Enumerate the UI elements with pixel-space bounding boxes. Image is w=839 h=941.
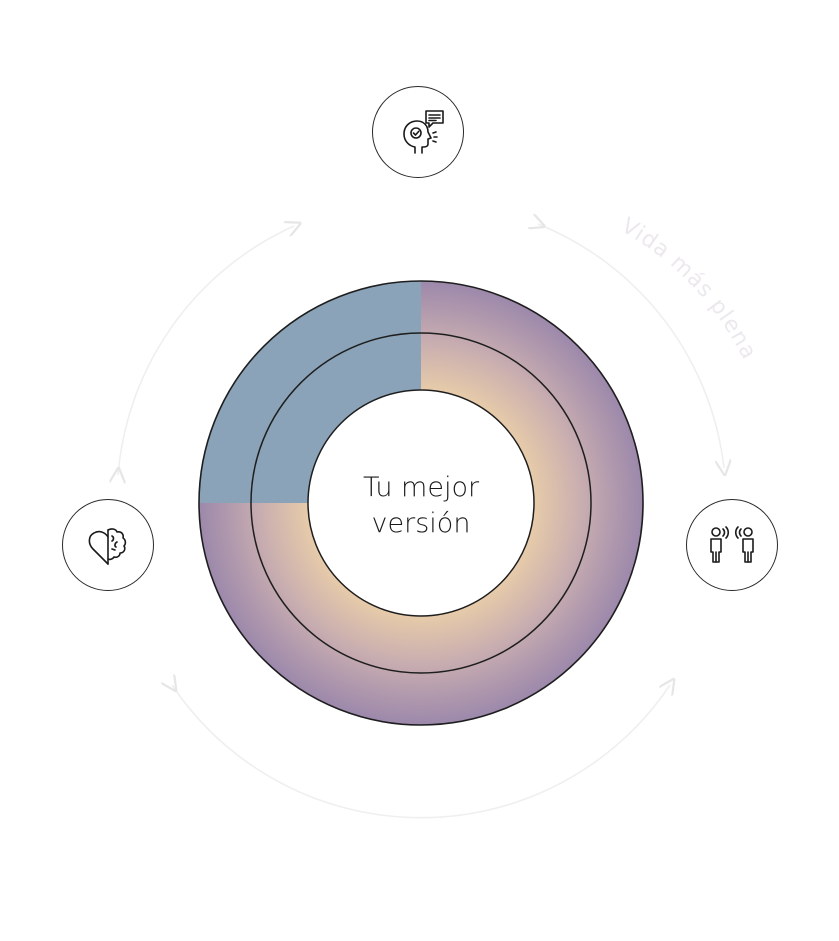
center-core <box>307 389 535 617</box>
arrow-top-right <box>538 224 724 468</box>
center-label-line-1: Tu mejor <box>362 472 480 503</box>
center-label: Tu mejor versión <box>311 470 531 542</box>
two-people-talking-icon <box>710 526 754 563</box>
arc-label: Vida más plena <box>617 214 761 364</box>
node-communication <box>372 86 464 178</box>
heart-brain-icon <box>88 528 127 565</box>
arrow-top-left <box>118 226 294 475</box>
node-emotional-mind <box>62 499 154 591</box>
middle-ring-outline <box>250 332 592 674</box>
outer-ring-outline <box>198 280 644 726</box>
node-relationships <box>686 499 778 591</box>
cycle-arrows <box>118 224 724 819</box>
center-label-line-2: versión <box>371 508 471 539</box>
speaking-head-icon <box>403 110 444 154</box>
arrow-bottom <box>172 685 670 819</box>
